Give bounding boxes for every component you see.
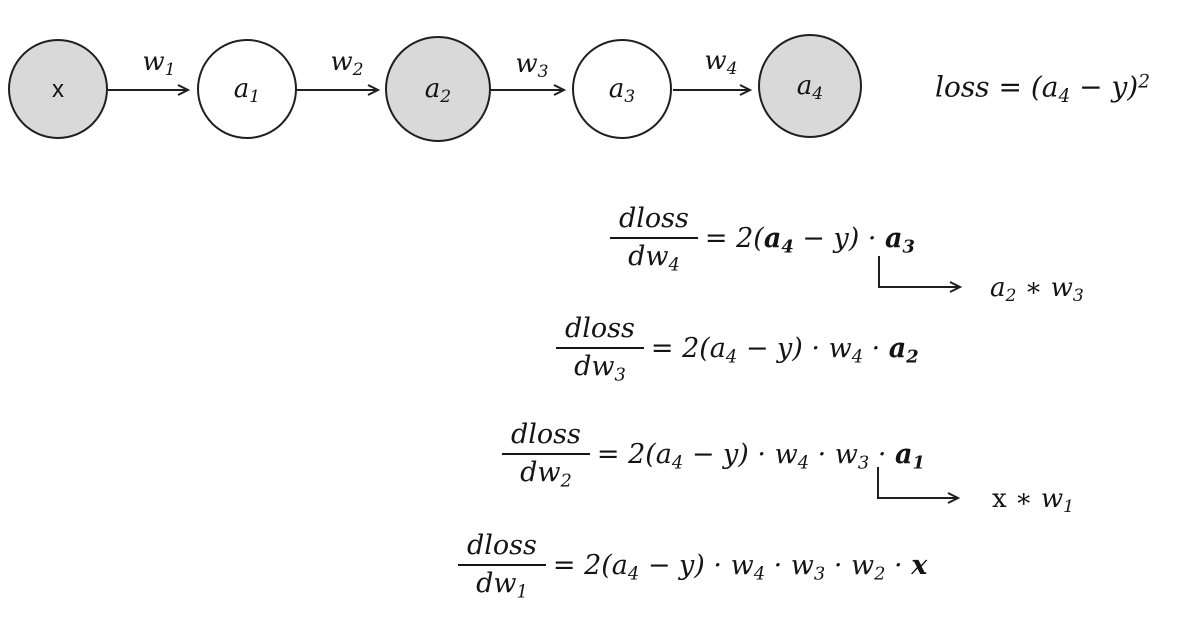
fraction-numerator: dloss [556, 313, 644, 350]
fraction-dloss-dw3: dloss dw3 [556, 313, 644, 386]
loss-formula: loss = (a4 − y)2 [935, 70, 1150, 108]
equation-dloss-dw4: dloss dw4 = 2(a4 − y) · a3 [610, 203, 915, 276]
fraction-numerator: dloss [502, 419, 590, 456]
elbow-arrow-a1-expansion [877, 467, 961, 504]
expansion-note-a2-w3: a2 ∗ w3 [990, 273, 1084, 307]
equation-dloss-dw2: dloss dw2 = 2(a4 − y) · w4 · w3 · a1 [502, 419, 925, 492]
equation-rhs: = 2(a4 − y) · w4 · w3 · w2 · x [552, 549, 928, 585]
node-x-label: x [52, 76, 64, 103]
node-a4-label: a4 [796, 71, 824, 105]
expansion-note-x-w1: x ∗ w1 [992, 484, 1075, 518]
node-a1: a1 [197, 39, 297, 139]
equation-rhs: = 2(a4 − y) · w4 · a2 [650, 332, 919, 368]
fraction-denominator: dw2 [520, 457, 572, 492]
fraction-dloss-dw4: dloss dw4 [610, 203, 698, 276]
equation-rhs: = 2(a4 − y) · a3 [704, 222, 915, 258]
equation-dloss-dw3: dloss dw3 = 2(a4 − y) · w4 · a2 [556, 313, 919, 386]
fraction-dloss-dw1: dloss dw1 [458, 530, 546, 603]
elbow-arrow-a3-expansion [878, 256, 963, 293]
fraction-denominator: dw1 [476, 568, 528, 603]
weight-label-w3: w3 [515, 49, 549, 83]
fraction-numerator: dloss [610, 203, 698, 240]
fraction-dloss-dw2: dloss dw2 [502, 419, 590, 492]
fraction-numerator: dloss [458, 530, 546, 567]
node-a1-label: a1 [233, 74, 261, 108]
fraction-denominator: dw3 [574, 351, 626, 386]
node-x: x [8, 39, 108, 139]
node-a2-label: a2 [424, 74, 452, 108]
equation-rhs: = 2(a4 − y) · w4 · w3 · a1 [596, 438, 925, 474]
weight-label-w2: w2 [330, 47, 364, 81]
weight-label-w1: w1 [142, 47, 176, 81]
equation-dloss-dw1: dloss dw1 = 2(a4 − y) · w4 · w3 · w2 · x [458, 530, 928, 603]
weight-label-w4: w4 [704, 46, 738, 80]
node-a3-label: a3 [608, 74, 636, 108]
node-a3: a3 [572, 39, 672, 139]
node-a4: a4 [758, 34, 862, 138]
fraction-denominator: dw4 [628, 241, 680, 276]
node-a2: a2 [385, 36, 491, 142]
